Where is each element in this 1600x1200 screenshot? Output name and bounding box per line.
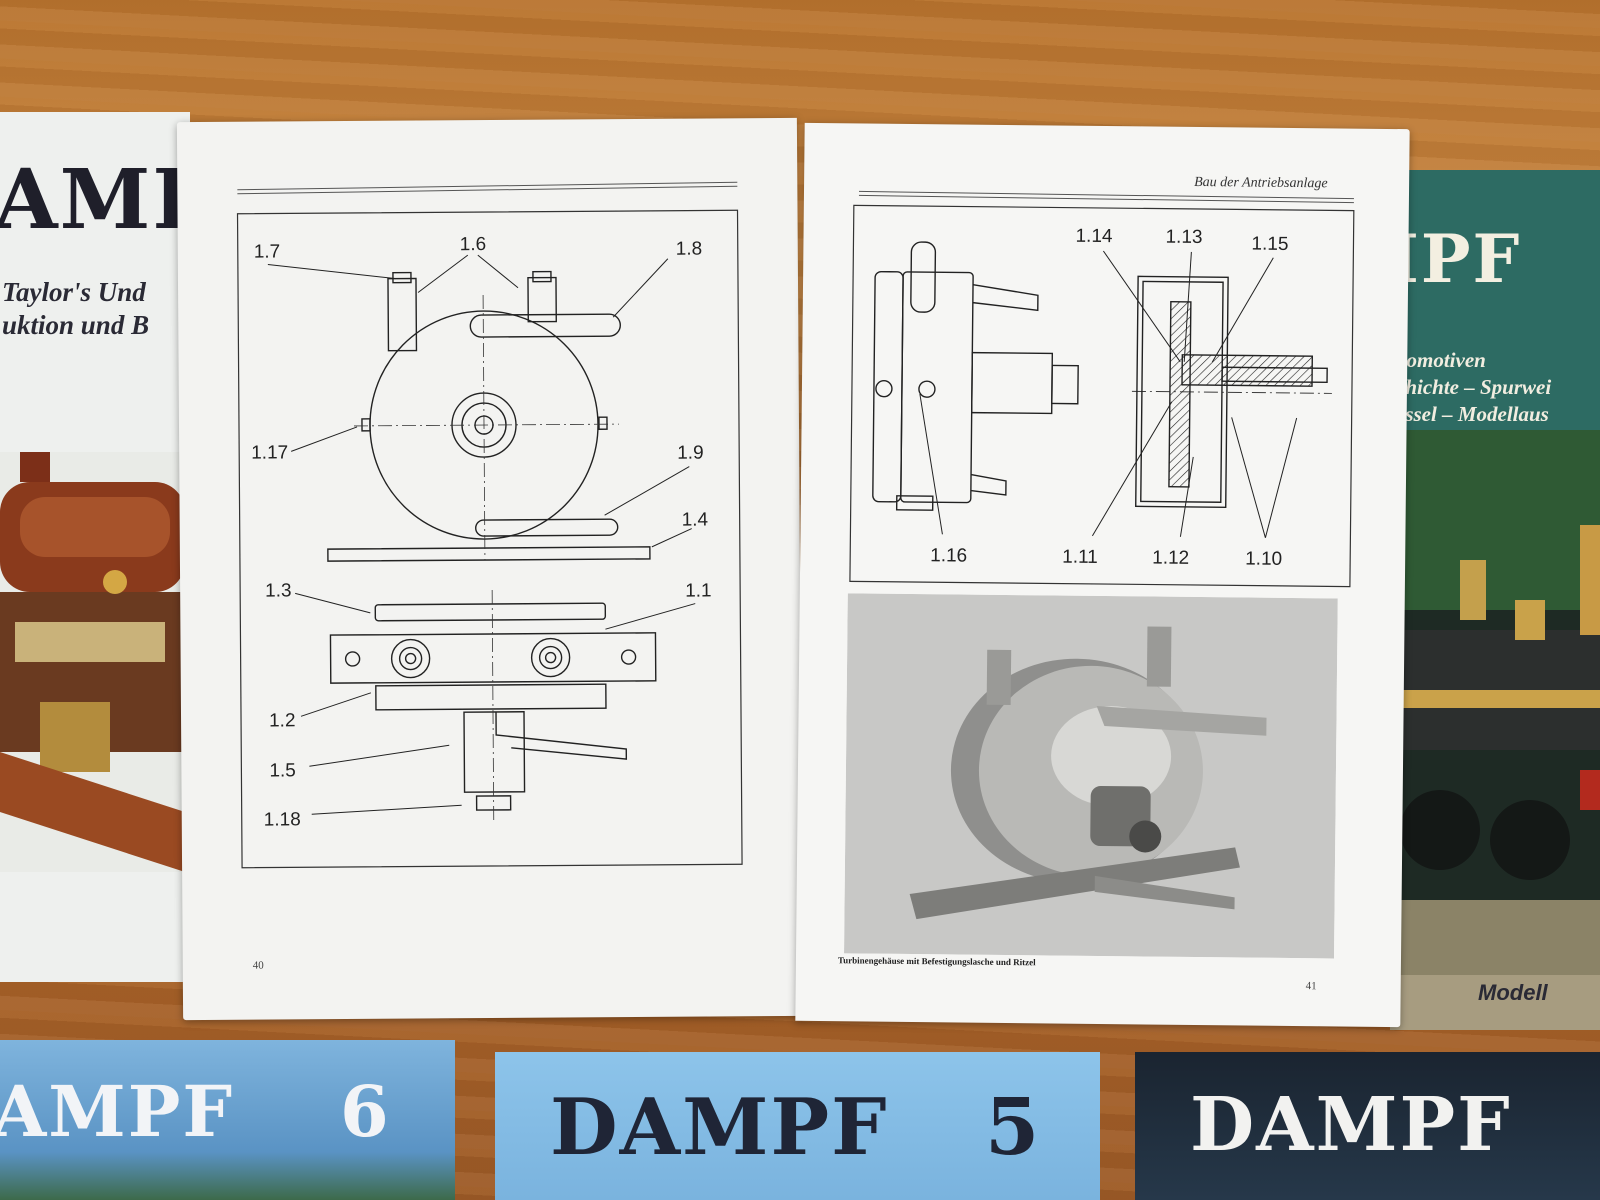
label-1-4: 1.4 [682, 509, 709, 530]
label-1-3: 1.3 [265, 580, 292, 601]
label-1-16: 1.16 [930, 545, 967, 566]
label-1-14: 1.14 [1075, 226, 1113, 247]
label-1-15: 1.15 [1251, 234, 1288, 255]
bottom-magazine-dark-title: DAMPF [1190, 1082, 1512, 1168]
left-magazine-cover: AMPF Taylor's Und uktion und B [0, 112, 190, 982]
label-1-5: 1.5 [269, 760, 296, 781]
locomotive-photo [1390, 430, 1600, 1030]
right-magazine-line-2: chichte – Spurwei [1396, 375, 1552, 399]
label-1-6: 1.6 [460, 234, 487, 255]
label-1-13: 1.13 [1165, 227, 1202, 248]
right-magazine-title: IPF [1390, 220, 1522, 298]
label-1-17: 1.17 [251, 442, 288, 463]
label-1-12: 1.12 [1152, 548, 1189, 569]
left-magazine-subtitle-2: uktion und B [2, 310, 150, 340]
label-1-10: 1.10 [1245, 548, 1282, 569]
label-1-7: 1.7 [254, 241, 281, 262]
label-1-1: 1.1 [685, 580, 712, 601]
bottom-magazine-6-title: AMPF [0, 1070, 235, 1153]
right-magazine-cover: IPF komotiven chichte – Spurwei essel – … [1390, 170, 1600, 1030]
label-1-11: 1.11 [1062, 547, 1098, 568]
technical-drawing-turbine-housing: 1.7 1.6 1.8 1.17 1.9 1.4 1.3 1.1 1.2 1.5… [236, 181, 743, 869]
steam-engine-photo [0, 452, 190, 872]
bottom-magazine-5: DAMPF 5 [495, 1052, 1100, 1200]
left-magazine-subtitle-1: Taylor's Und [2, 277, 146, 307]
page-number-left: 40 [252, 959, 264, 972]
right-magazine-footer: Modell [1478, 980, 1548, 1005]
label-1-8: 1.8 [676, 239, 703, 260]
bottom-magazine-5-issue: 5 [985, 1082, 1042, 1173]
label-1-9: 1.9 [677, 443, 704, 464]
page-number-right: 41 [1305, 980, 1317, 993]
label-1-18: 1.18 [264, 809, 301, 830]
technical-drawing-turbine-section: 1.14 1.13 1.15 1.16 1.11 1.12 1.10 [849, 190, 1355, 588]
bottom-magazine-5-title: DAMPF [550, 1082, 889, 1173]
left-magazine-title: AMPF [0, 152, 190, 248]
bottom-magazine-6-issue: 6 [340, 1070, 391, 1153]
book-page-right: Bau der Antriebsanlage [795, 122, 1410, 1028]
right-magazine-line-1: komotiven [1396, 348, 1486, 372]
label-1-2: 1.2 [269, 710, 296, 731]
bottom-magazine-dark: DAMPF [1135, 1052, 1600, 1200]
bottom-magazine-6: AMPF 6 [0, 1040, 455, 1200]
right-magazine-line-3: essel – Modellaus [1396, 402, 1549, 426]
turbine-housing-photo [844, 593, 1338, 959]
photo-caption: Turbinengehäuse mit Befestigungslasche u… [837, 955, 1036, 968]
book-page-left: 1.7 1.6 1.8 1.17 1.9 1.4 1.3 1.1 1.2 1.5… [176, 117, 804, 1021]
